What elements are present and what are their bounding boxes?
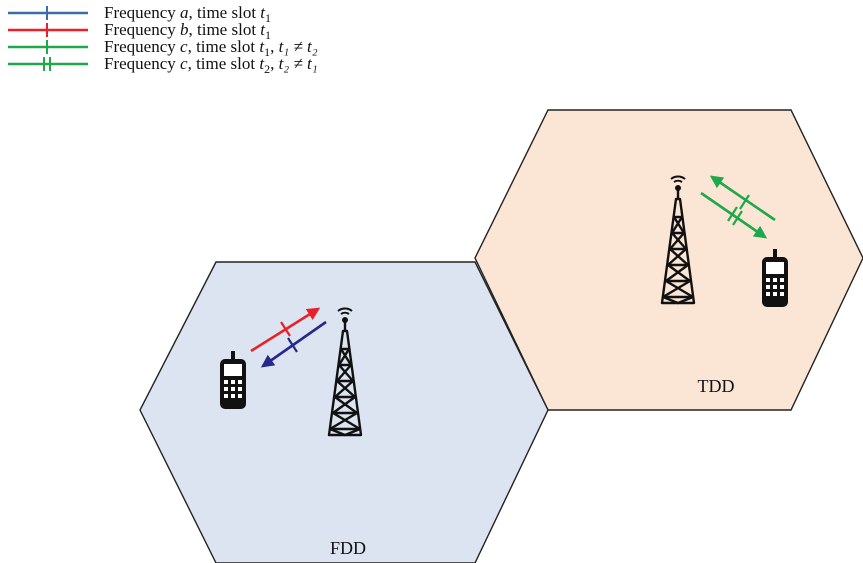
legend-item: Frequency c, time slot t1, t₁ ≠ t₂ [8,37,318,59]
legend-label: Frequency c, time slot t2, t₂ ≠ t₁ [104,54,318,76]
legend-label: Frequency b, time slot t1 [104,20,271,42]
tdd-link-t2-arrow-icon [700,191,768,239]
legend-item: Frequency b, time slot t1 [8,20,271,42]
fdd-uplink-arrow-icon [250,307,321,353]
tdd-link-t1-arrow-icon [709,175,776,222]
fdd-label: FDD [330,538,366,558]
tdd-phone-icon [762,249,788,307]
tdd-label: TDD [698,376,735,396]
legend-item: Frequency c, time slot t2, t₂ ≠ t₁ [8,54,318,76]
legend-label: Frequency a, time slot t1 [104,3,271,25]
legend-item: Frequency a, time slot t1 [8,3,271,25]
legend-label: Frequency c, time slot t1, t₁ ≠ t₂ [104,37,318,59]
fdd-downlink-arrow-icon [260,320,327,368]
tdd-cell [474,109,863,411]
fdd-phone-icon [220,351,246,409]
